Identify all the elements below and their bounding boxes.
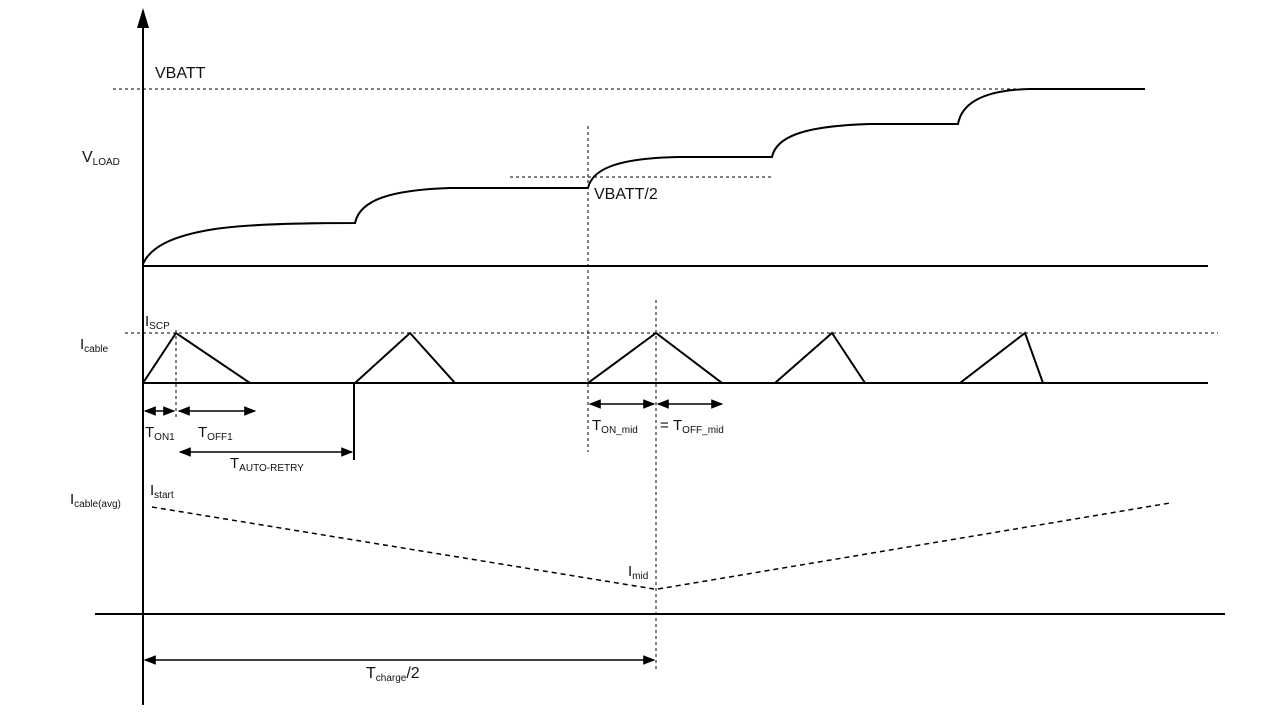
icable-avg-label: Icable(avg) xyxy=(70,491,121,510)
icable-pulse-3 xyxy=(587,331,723,384)
vload-curve xyxy=(142,88,1145,265)
toff-mid-label: TOFF_mid xyxy=(673,417,724,436)
icable-avg-decreasing xyxy=(151,506,655,590)
icable-pulse-5 xyxy=(959,331,1044,384)
vload-label: VLOAD xyxy=(82,149,120,168)
ton-mid-label: TON_mid xyxy=(592,417,638,436)
ton1-label: TON1 xyxy=(145,424,175,443)
icable-avg-increasing xyxy=(657,502,1171,590)
icable-pulse-4 xyxy=(774,331,866,384)
vertical-axis-arrowhead xyxy=(137,8,149,28)
icable-label: Icable xyxy=(80,336,109,355)
tauto-retry-label: TAUTO-RETRY xyxy=(230,455,304,474)
istart-label: Istart xyxy=(150,482,174,501)
imid-label: Imid xyxy=(628,563,649,582)
icable-pulse-1 xyxy=(142,331,251,384)
toff1-label: TOFF1 xyxy=(198,424,233,443)
tcharge-half-label: Tcharge/2 xyxy=(366,665,420,684)
equals-sign: = xyxy=(660,417,669,434)
vbatt-label: VBATT xyxy=(155,65,206,82)
vbatt-half-label: VBATT/2 xyxy=(594,186,658,203)
icable-pulse-2 xyxy=(354,331,470,384)
iscp-label: ISCP xyxy=(145,313,170,332)
